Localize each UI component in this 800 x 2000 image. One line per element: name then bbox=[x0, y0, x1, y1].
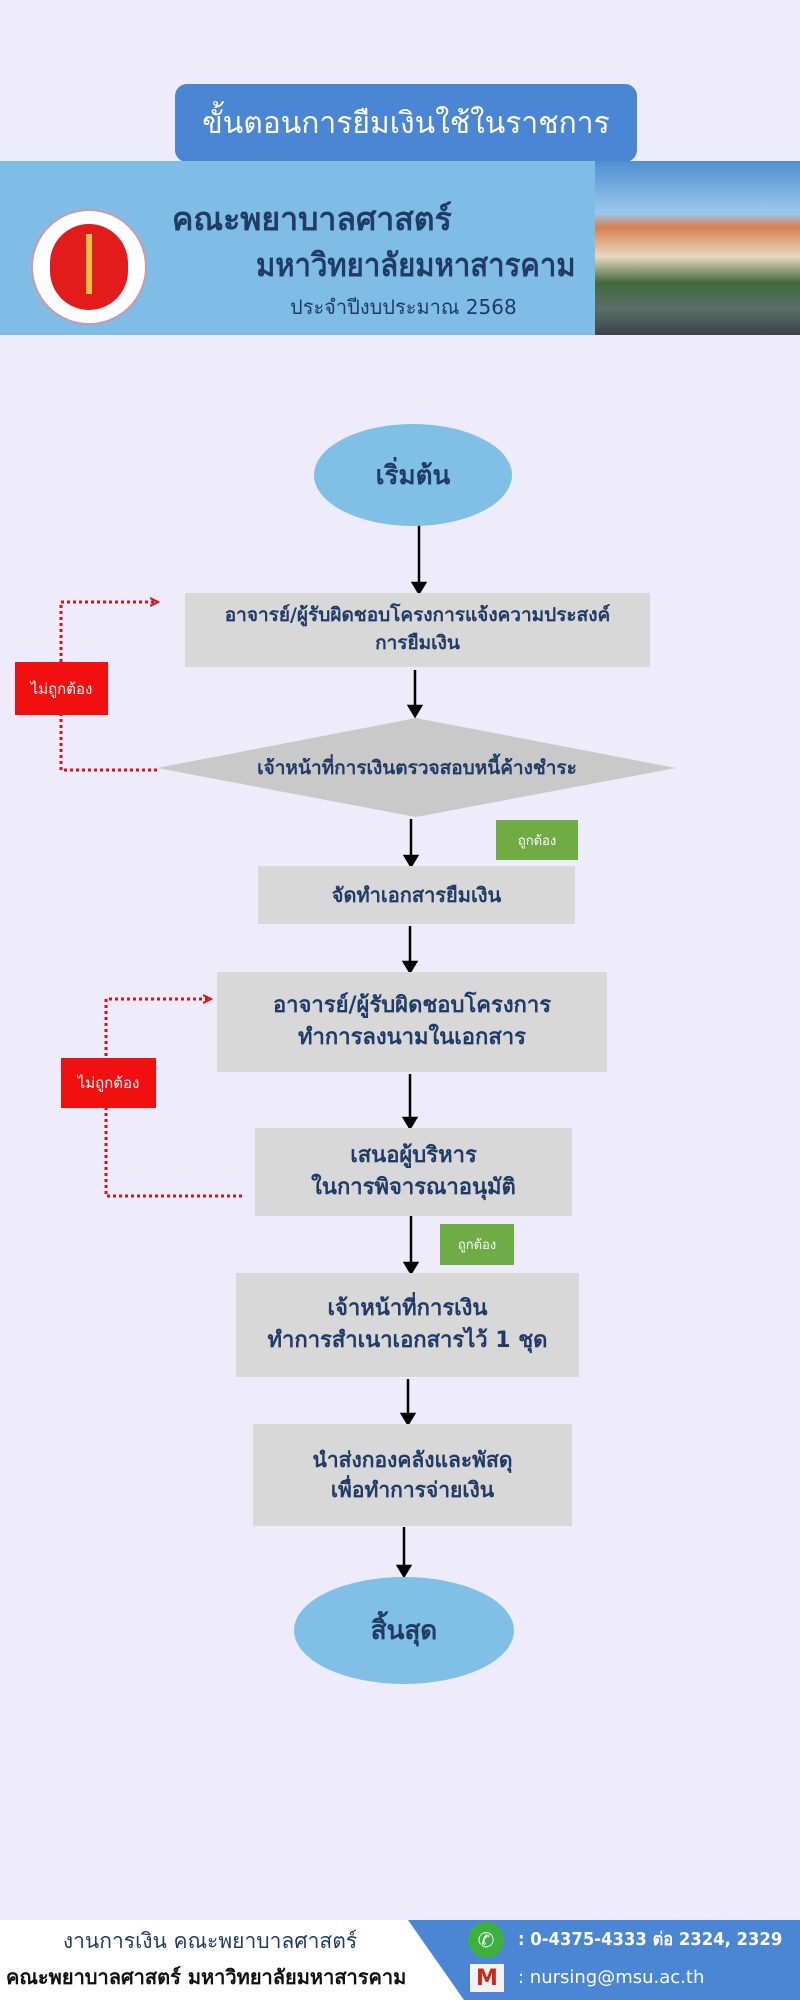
decision-check-debt: เจ้าหน้าที่การเงินตรวจสอบหนี้ค้างชำระ bbox=[257, 756, 577, 779]
correct-label: ถูกต้อง bbox=[496, 820, 578, 860]
footer-org-slot: คณะพยาบาลศาสตร์ มหาวิทยาลัยมหาสารคาม bbox=[6, 1962, 446, 1992]
footer-email[interactable]: : nursing@msu.ac.th bbox=[518, 1967, 705, 1988]
university-logo bbox=[31, 209, 147, 325]
step-request-loan: อาจารย์/ผู้รับผิดชอบโครงการแจ้งความประสง… bbox=[185, 593, 650, 667]
step-copy-documents: เจ้าหน้าที่การเงิน ทำการสำเนาเอกสารไว้ 1… bbox=[236, 1273, 579, 1377]
step-executive-approval: เสนอผู้บริหาร ในการพิจารณาอนุมัติ bbox=[255, 1128, 572, 1216]
decision-diamond bbox=[157, 718, 676, 817]
incorrect-label: ไม่ถูกต้อง bbox=[15, 662, 108, 715]
step-text: อาจารย์/ผู้รับผิดชอบโครงการ bbox=[272, 993, 552, 1019]
faculty-name: คณะพยาบาลศาสตร์ bbox=[172, 200, 452, 238]
page-title: ขั้นตอนการยืมเงินใช้ในราชการ bbox=[202, 105, 610, 141]
flow-connectors bbox=[59, 510, 676, 1579]
footer-unit-slot: งานการเงิน คณะพยาบาลศาสตร์ bbox=[10, 1926, 410, 1956]
end-node: สิ้นสุด bbox=[294, 1577, 514, 1684]
step-text: เสนอผู้บริหาร bbox=[350, 1143, 477, 1169]
step-sign-documents: อาจารย์/ผู้รับผิดชอบโครงการ ทำการลงนามใน… bbox=[217, 972, 607, 1072]
phone-icon: ✆ bbox=[468, 1922, 504, 1958]
building-photo bbox=[595, 161, 800, 335]
step-text: ทำการลงนามในเอกสาร bbox=[298, 1025, 526, 1050]
step-send-to-finance: นำส่งกองคลังและพัสดุ เพื่อทำการจ่ายเงิน bbox=[253, 1424, 572, 1526]
step-text: เจ้าหน้าที่การเงิน bbox=[327, 1296, 488, 1322]
page-title-box: ขั้นตอนการยืมเงินใช้ในราชการ bbox=[175, 84, 637, 162]
step-text: ทำการสำเนาเอกสารไว้ 1 ชุด bbox=[267, 1328, 548, 1353]
mail-icon: M bbox=[470, 1964, 504, 1992]
faculty-name-slot: คณะพยาบาลศาสตร์ bbox=[172, 198, 587, 240]
decision-check-debt-slot: เจ้าหน้าที่การเงินตรวจสอบหนี้ค้างชำระ bbox=[237, 718, 597, 817]
step-text: จัดทำเอกสารยืมเงิน bbox=[331, 882, 502, 907]
start-node: เริ่มต้น bbox=[314, 424, 512, 526]
footer-phone-slot: : 0-4375-4333 ต่อ 2324, 2329 bbox=[518, 1926, 794, 1954]
incorrect-label: ไม่ถูกต้อง bbox=[61, 1058, 156, 1108]
university-name: มหาวิทยาลัยมหาสารคาม bbox=[256, 246, 576, 284]
footer-phone[interactable]: : 0-4375-4333 ต่อ 2324, 2329 bbox=[518, 1929, 783, 1950]
step-text: นำส่งกองคลังและพัสดุ bbox=[312, 1447, 513, 1472]
step-text: ในการพิจารณาอนุมัติ bbox=[311, 1175, 516, 1200]
fiscal-year: ประจำปีงบประมาณ 2568 bbox=[290, 295, 517, 319]
step-text: อาจารย์/ผู้รับผิดชอบโครงการแจ้งความประสง… bbox=[224, 604, 611, 627]
step-text: การยืมเงิน bbox=[375, 632, 460, 654]
footer-email-slot: : nursing@msu.ac.th bbox=[518, 1964, 794, 1992]
university-name-slot: มหาวิทยาลัยมหาสารคาม bbox=[256, 244, 588, 286]
fiscal-year-slot: ประจำปีงบประมาณ 2568 bbox=[290, 292, 588, 322]
footer-unit: งานการเงิน คณะพยาบาลศาสตร์ bbox=[62, 1929, 358, 1953]
correct-label: ถูกต้อง bbox=[440, 1224, 514, 1265]
step-text: เพื่อทำการจ่ายเงิน bbox=[330, 1478, 495, 1502]
footer-org: คณะพยาบาลศาสตร์ มหาวิทยาลัยมหาสารคาม bbox=[6, 1965, 407, 1989]
step-prepare-documents: จัดทำเอกสารยืมเงิน bbox=[258, 866, 575, 924]
